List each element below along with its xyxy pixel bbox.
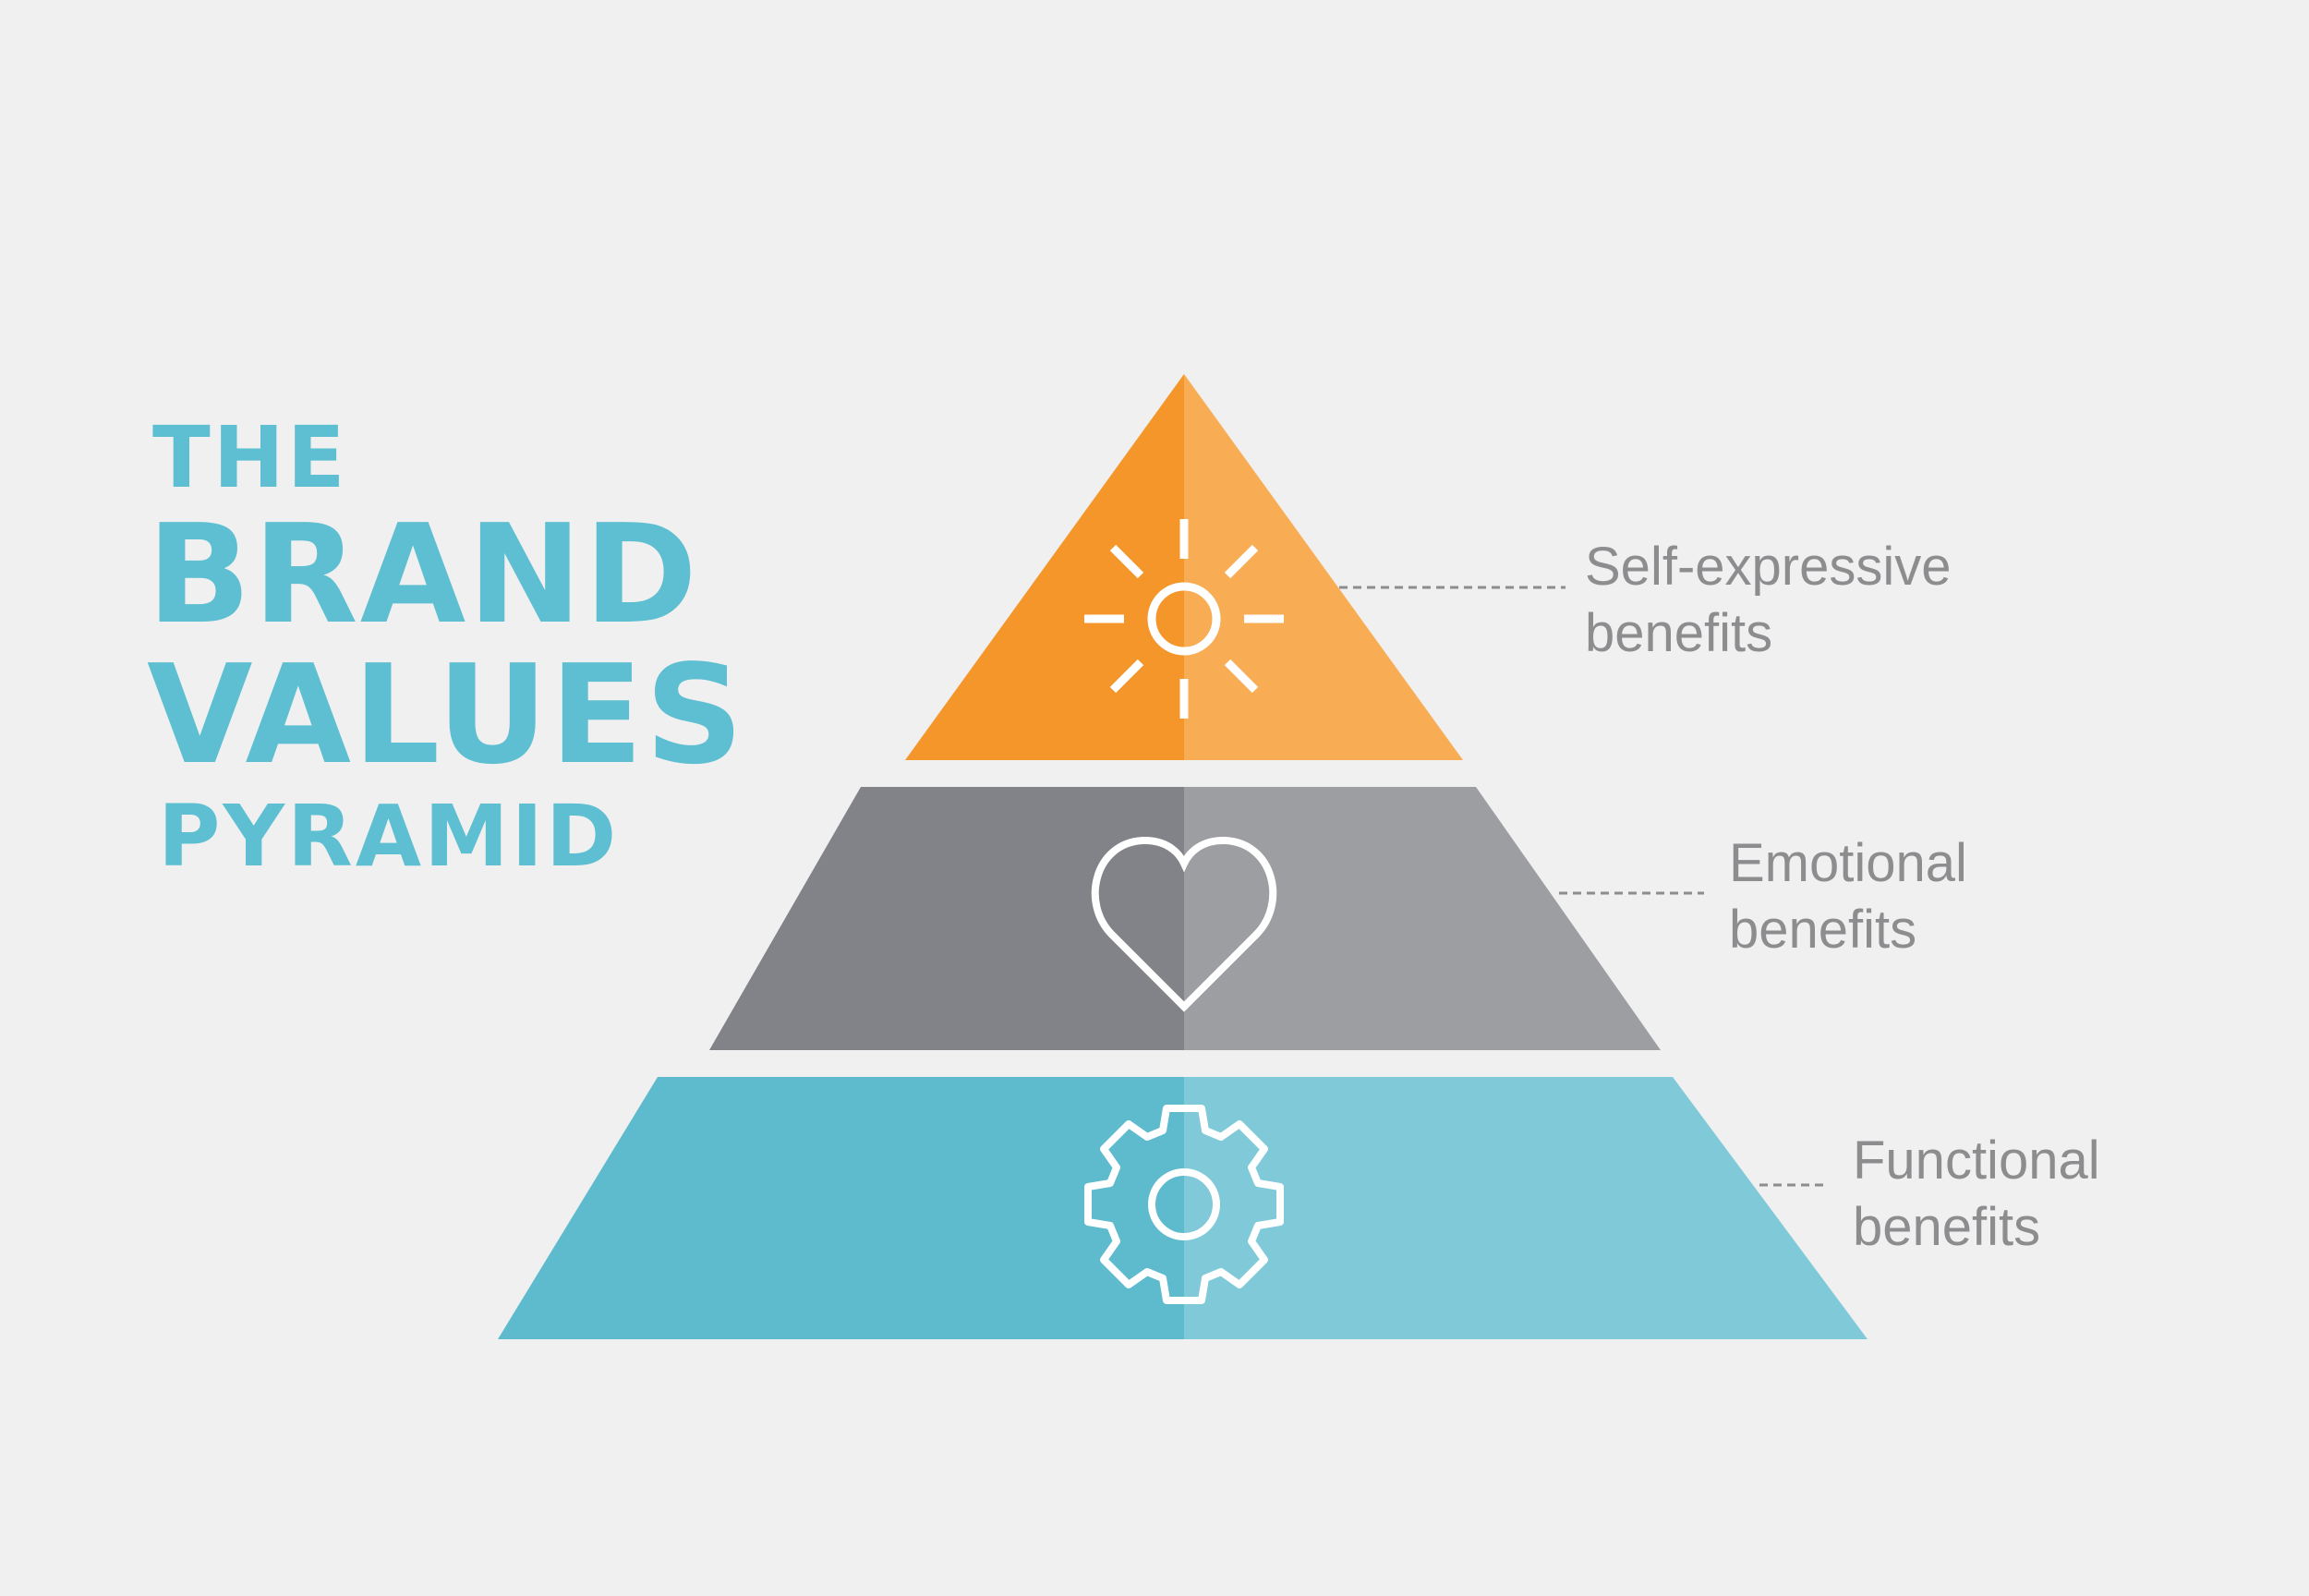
label-functional-line1: Functional: [1853, 1130, 2100, 1191]
label-emotional-line2: benefits: [1729, 900, 1917, 960]
title-line-the: THE: [152, 408, 348, 507]
tier-middle: [709, 787, 1661, 1050]
tier-top: [905, 374, 1463, 760]
sun-icon: [1084, 519, 1284, 719]
tier-middle-left-face: [709, 787, 1184, 1050]
title-line-brand: BRAND: [147, 495, 700, 654]
label-functional-line2: benefits: [1853, 1197, 2041, 1257]
label-self-expressive-line2: benefits: [1585, 603, 1773, 663]
label-emotional: Emotional benefits: [1729, 830, 1967, 963]
label-emotional-line1: Emotional: [1729, 833, 1967, 893]
gear-icon: [1084, 1105, 1284, 1304]
title-line-pyramid: PYRAMID: [158, 787, 620, 886]
title-line-values: VALUES: [147, 635, 745, 794]
tier-top-right-face: [1184, 374, 1463, 760]
label-functional: Functional benefits: [1853, 1128, 2100, 1261]
tier-top-left-face: [905, 374, 1184, 760]
tier-bottom-right-face: [1184, 1077, 1868, 1339]
tier-middle-right-face: [1184, 787, 1661, 1050]
tier-bottom-left-face: [498, 1077, 1184, 1339]
tier-bottom: [498, 1077, 1868, 1339]
label-self-expressive-line1: Self-expressive: [1585, 537, 1952, 597]
label-self-expressive: Self-expressive benefits: [1585, 534, 1951, 667]
heart-icon: [1091, 836, 1277, 1012]
